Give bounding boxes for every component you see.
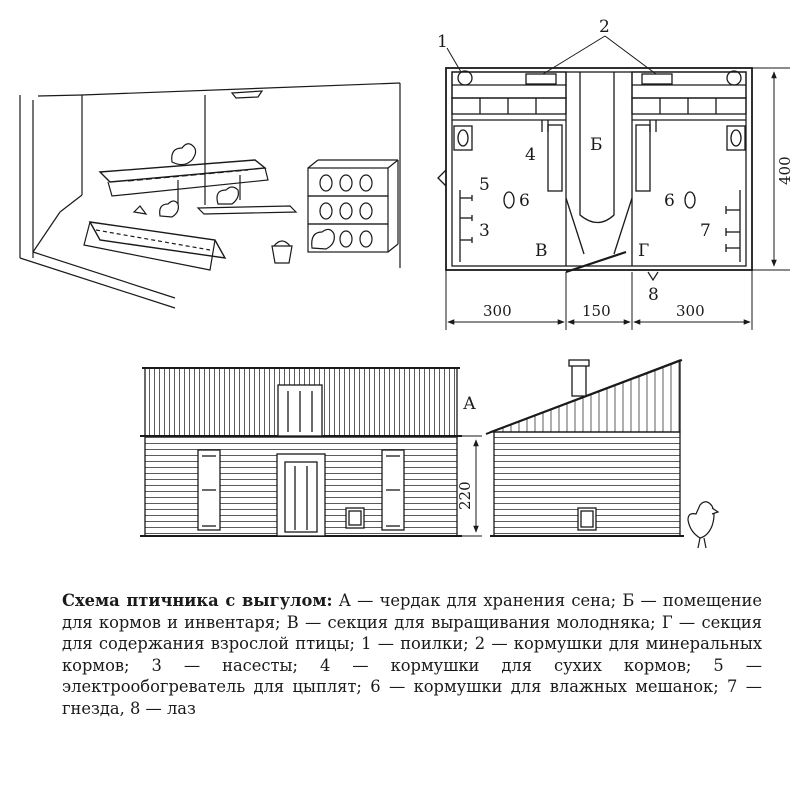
attic-label: А: [463, 394, 476, 414]
caption-body: А — чердак для хранения сена; Б — помеще…: [62, 591, 762, 718]
caption-title: Схема птичника с выгулом:: [62, 591, 333, 610]
plan-dimension-lines: [445, 67, 790, 330]
marker-6-right: 6: [664, 191, 675, 211]
marker-8: 8: [648, 285, 659, 305]
marker-6-left: 6: [519, 191, 530, 211]
plan-labels: 1 2 Б 4 5 6 3 В Г 6 7 8 400 300 150 300: [437, 17, 794, 320]
marker-1: 1: [437, 32, 448, 52]
plan-height-dimension: 400: [776, 156, 794, 185]
plan-left-width-dimension: 300: [483, 302, 512, 320]
plan-right-width-dimension: 300: [676, 302, 705, 320]
marker-7: 7: [700, 221, 711, 241]
interior-perspective-illustration: [19, 82, 401, 309]
floor-plan: [437, 35, 753, 282]
room-v-label: В: [535, 241, 548, 261]
facade-height-dimension: 220: [456, 481, 474, 510]
front-facade-elevation: [140, 367, 482, 537]
marker-5: 5: [479, 175, 490, 195]
room-b-label: Б: [590, 135, 603, 155]
room-g-label: Г: [638, 241, 649, 261]
figure-caption: Схема птичника с выгулом: А — чердак для…: [62, 590, 762, 720]
marker-3: 3: [479, 221, 490, 241]
side-elevation: [485, 359, 684, 537]
marker-2: 2: [599, 17, 610, 37]
hen-figures: [132, 143, 335, 250]
plan-center-width-dimension: 150: [582, 302, 611, 320]
rooster-figure: [687, 501, 720, 549]
marker-4: 4: [525, 145, 536, 165]
